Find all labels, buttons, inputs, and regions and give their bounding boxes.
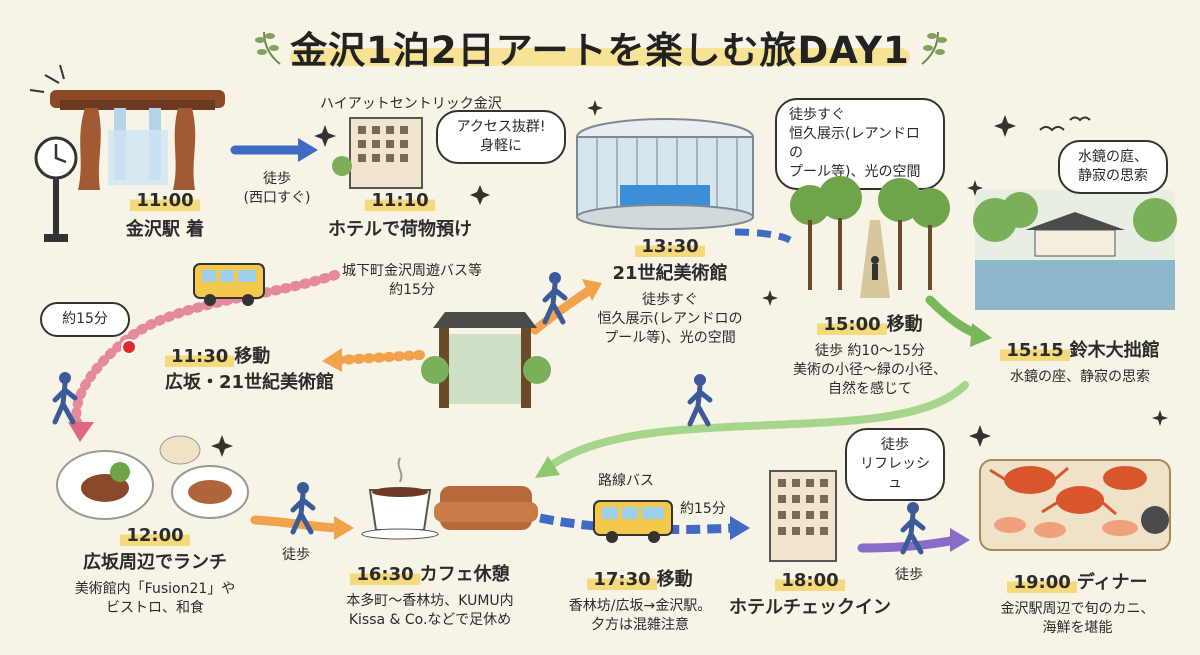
stop-label: ホテルチェックイン [729, 597, 891, 618]
stop-2: 11:10 ホテルで荷物預け [300, 190, 500, 241]
sparkle-icon [211, 435, 233, 457]
stop-time: 17:30 [587, 569, 657, 590]
stop-time: 15:15 [1000, 340, 1070, 361]
leaf-icon [921, 31, 947, 65]
stop-time: 13:30 [635, 236, 705, 257]
stop-time: 19:00 [1007, 572, 1077, 593]
stop-note: 本多町〜香林坊、KUMU内 Kissa & Co.などで足休め [346, 593, 514, 628]
cafe-icon [361, 457, 538, 540]
stop-note: 徒歩すぐ 恒久展示(レアンドロの プール等)、光の空間 [597, 292, 743, 346]
hotel-icon [332, 117, 423, 189]
stop-note: 水鏡の座、静寂の思索 [1010, 369, 1150, 385]
walker-icon [542, 272, 568, 325]
sparkle-icon [314, 125, 336, 147]
sparkle-icon [470, 185, 490, 205]
walker-icon [687, 374, 713, 427]
leaf-icon [255, 31, 281, 65]
stop-time: 11:00 [130, 190, 200, 211]
sparkle-icon [969, 425, 991, 447]
stop-label: 移動 [656, 569, 693, 590]
transit-walk-3: 徒歩 [895, 567, 923, 583]
page-title: 金沢1泊2日アートを楽しむ旅DAY1 [290, 29, 910, 72]
bird-icon [1069, 116, 1091, 122]
walker-icon [290, 482, 316, 535]
stop-1: 11:00 金沢駅 着 [95, 190, 235, 241]
sparkle-icon [967, 180, 983, 196]
stop-7: 12:00 広坂周辺でランチ 美術館内「Fusion21」や ビストロ、和食 [45, 525, 265, 618]
stop-note: 徒歩 約10〜15分 美術の小径〜緑の小径、 自然を感じて [793, 343, 947, 397]
hotel-icon [769, 470, 837, 562]
pavilion-icon [973, 190, 1177, 310]
bus-icon [193, 263, 265, 306]
stop-10: 18:00 ホテルチェックイン [725, 570, 895, 619]
lunch-icon [56, 435, 249, 520]
clock-icon [34, 136, 78, 242]
stop-label: ホテルで荷物預け [328, 219, 472, 240]
sparkle-icon [994, 115, 1016, 137]
sparkle-icon [1152, 410, 1168, 426]
hotel-bubble: アクセス抜群! 身軽に [436, 110, 566, 164]
time-bubble: 約15分 [40, 302, 130, 337]
transit-walk-2: 徒歩 [282, 547, 310, 563]
stop-label: ディナー [1076, 572, 1148, 593]
stop-label: カフェ休憩 [419, 564, 510, 585]
stop-time: 11:30 [165, 346, 235, 367]
walker-icon [52, 372, 78, 425]
transit-time: 約15分 [680, 501, 726, 517]
walker-icon [900, 502, 926, 555]
stop-time: 16:30 [350, 564, 420, 585]
stop-note: 香林坊/広坂→金沢駅。 夕方は混雑注意 [568, 598, 712, 633]
sparkle-icon [762, 290, 778, 306]
bird-icon [1039, 126, 1065, 132]
museum-icon [576, 118, 754, 230]
stop-note: 金沢駅周辺で旬のカニ、 海鮮を堪能 [1000, 601, 1155, 636]
transit-bus-1: 城下町金沢周遊バス等 約15分 [342, 263, 482, 298]
stop-time: 15:00 [817, 314, 887, 335]
stop-3: 13:30 21世紀美術館 徒歩すぐ 恒久展示(レアンドロの プール等)、光の空… [580, 236, 760, 348]
title-banner: 金沢1泊2日アートを楽しむ旅DAY1 [240, 14, 960, 74]
seafood-icon [979, 459, 1171, 551]
stop-label: 鈴木大拙館 [1069, 340, 1160, 361]
bus-icon [593, 500, 673, 543]
stop-label: 21世紀美術館 [612, 263, 728, 284]
stop-time: 12:00 [120, 525, 190, 546]
forest-icon [790, 176, 950, 298]
stop-time: 11:10 [365, 190, 435, 211]
gate-icon [421, 312, 551, 408]
hotel-caption: ハイアットセントリック金沢 [320, 96, 502, 112]
museum-bubble: 徒歩すぐ 恒久展示(レアンドロの プール等)、光の空間 [775, 98, 945, 190]
tsuzumi-gate-icon [50, 90, 225, 190]
walk-bubble: 徒歩 リフレッシュ [845, 428, 945, 501]
stop-note: 美術館内「Fusion21」や ビストロ、和食 [74, 581, 236, 616]
stop-label: 移動 広坂・21世紀美術館 [165, 346, 335, 393]
sparkle-icon [587, 100, 603, 116]
stop-label: 移動 [886, 314, 923, 335]
title-highlight [290, 48, 910, 66]
pavilion-bubble: 水鏡の庭、 静寂の思索 [1058, 140, 1168, 194]
transit-bus-label: 路線バス [598, 473, 654, 489]
transit-walk-1: 徒歩 (西口すぐ) [243, 171, 311, 206]
stop-time: 18:00 [775, 570, 845, 591]
stop-label: 広坂周辺でランチ [83, 552, 227, 573]
stop-label: 金沢駅 着 [125, 219, 205, 240]
